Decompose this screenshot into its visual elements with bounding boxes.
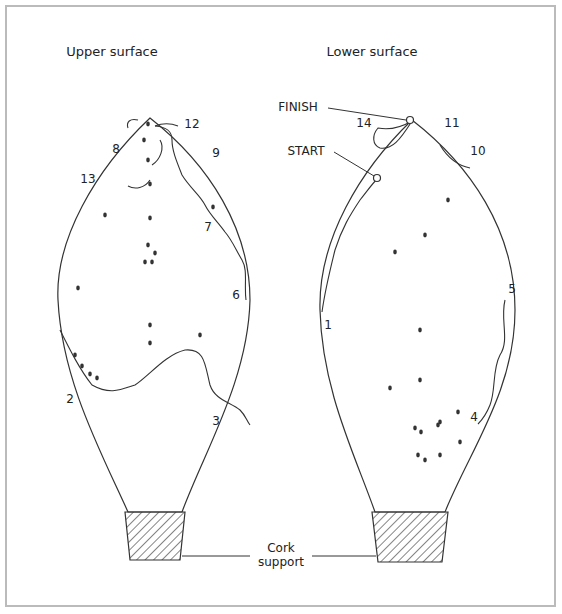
spot — [413, 426, 417, 431]
spot — [153, 251, 157, 256]
callout-number: 4 — [470, 411, 478, 425]
leaf-lower-outline — [320, 120, 515, 512]
cork-support — [372, 512, 448, 562]
spot — [95, 376, 99, 381]
spot — [148, 341, 152, 346]
callout-number: 1 — [324, 319, 332, 333]
callout-number: 2 — [66, 393, 74, 407]
surface-heading: Upper surface — [66, 45, 158, 60]
callout-number: 10 — [470, 145, 485, 159]
frame — [6, 6, 555, 606]
spot — [419, 430, 423, 435]
callout-number: 3 — [212, 415, 220, 429]
callout-number: 7 — [204, 221, 212, 235]
spot — [416, 453, 420, 458]
spot — [446, 198, 450, 203]
spot — [142, 138, 146, 143]
finish-point — [407, 117, 414, 124]
callout-number: 6 — [232, 289, 240, 303]
part-label: Cork support — [250, 542, 312, 570]
leaf-upper-outline — [58, 118, 250, 512]
point-label: FINISH — [278, 101, 318, 115]
spot — [146, 122, 150, 127]
callout-number: 12 — [184, 118, 199, 132]
spot — [80, 364, 84, 369]
start-point — [374, 175, 381, 182]
trail-lines — [60, 119, 505, 425]
spot — [418, 378, 422, 383]
spot — [146, 243, 150, 248]
spot — [388, 386, 392, 391]
spot — [436, 423, 440, 428]
spot — [103, 213, 107, 218]
spot — [88, 372, 92, 377]
callout-number: 9 — [212, 147, 220, 161]
spot — [423, 458, 427, 463]
spot — [148, 216, 152, 221]
spot — [150, 260, 154, 265]
spot — [211, 205, 215, 210]
spot — [148, 182, 152, 187]
spots — [73, 122, 462, 463]
callout-number: 14 — [356, 117, 371, 131]
spot — [423, 233, 427, 238]
leader-lines — [182, 108, 406, 556]
callout-number: 8 — [112, 143, 120, 157]
spot — [393, 250, 397, 255]
spot — [76, 286, 80, 291]
spot — [438, 453, 442, 458]
surface-heading: Lower surface — [326, 45, 417, 60]
callout-number: 13 — [80, 173, 95, 187]
spot — [143, 260, 147, 265]
spot — [456, 410, 460, 415]
spot — [146, 158, 150, 163]
callout-number: 11 — [444, 117, 459, 131]
spot — [458, 440, 462, 445]
spot — [418, 328, 422, 333]
callout-number: 5 — [508, 283, 516, 297]
spot — [198, 333, 202, 338]
spot — [73, 353, 77, 358]
spot — [148, 323, 152, 328]
point-label: START — [287, 145, 324, 159]
cork-support — [125, 512, 185, 560]
